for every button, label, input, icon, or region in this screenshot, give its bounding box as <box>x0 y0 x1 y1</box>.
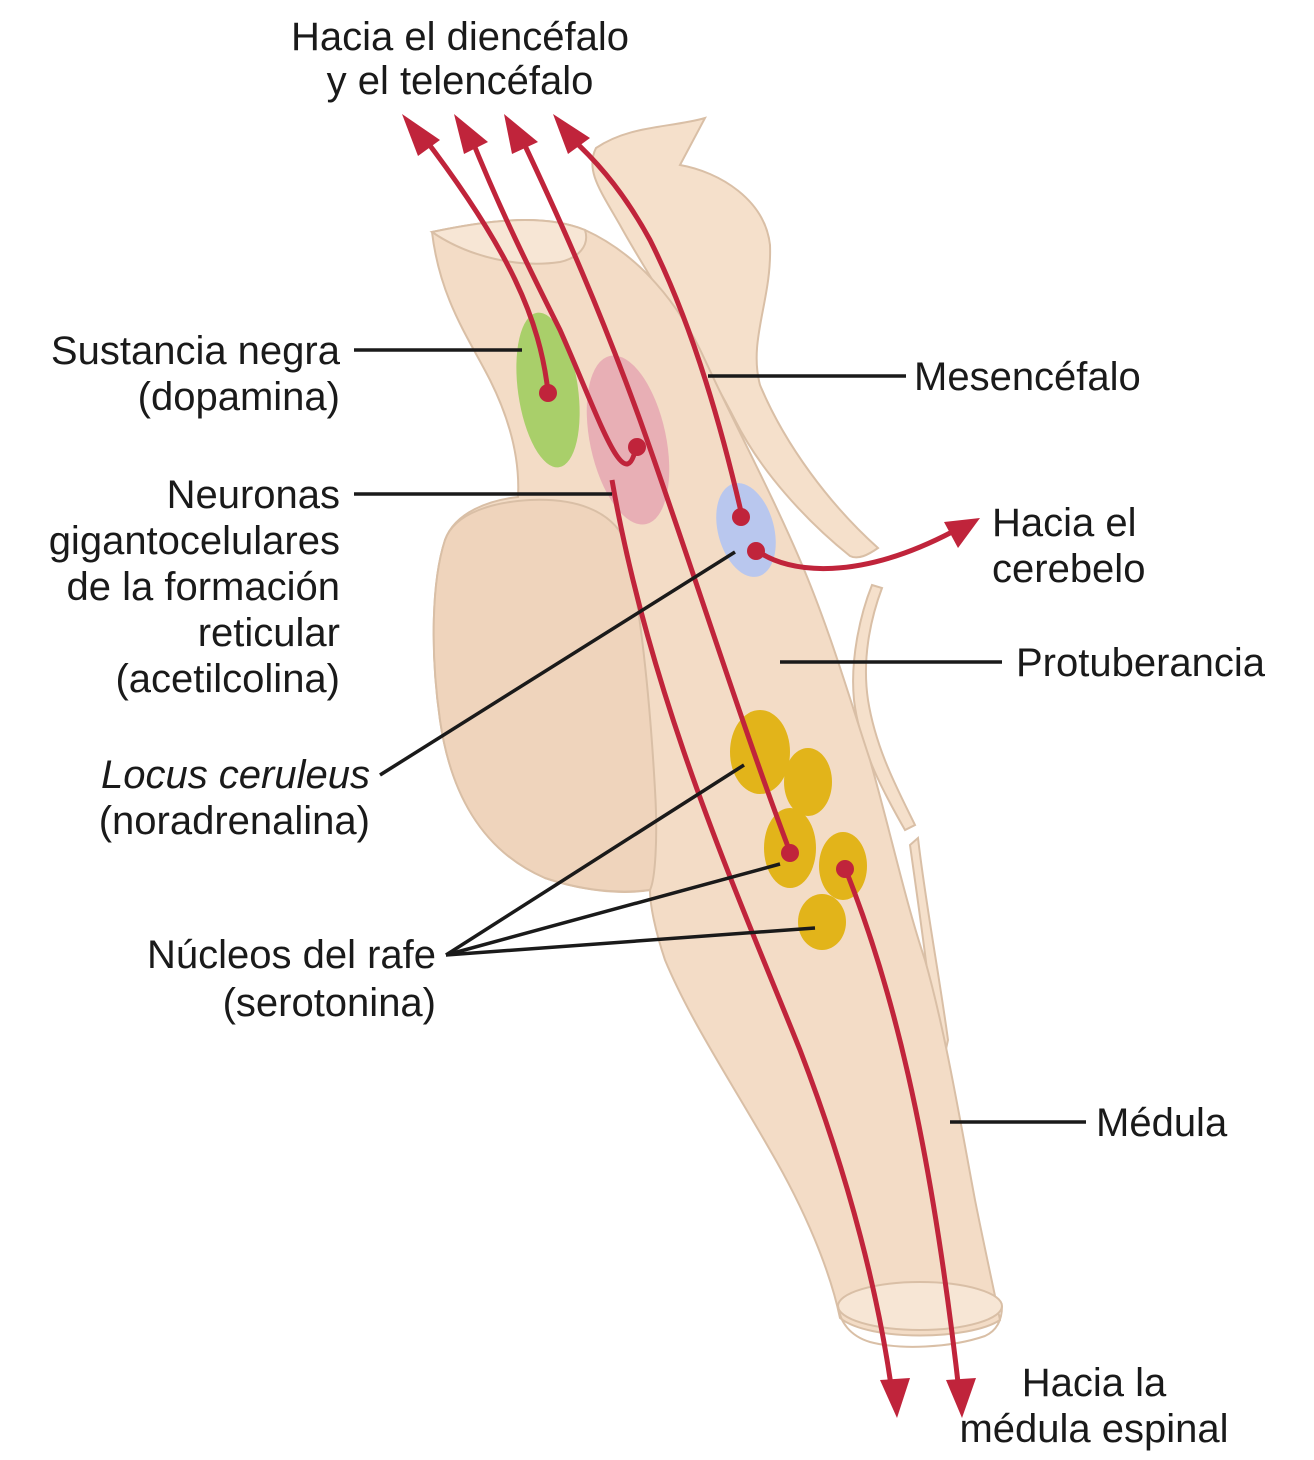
label-ng-line2: gigantocelulares <box>49 519 340 563</box>
dot-gigantocellular <box>628 438 646 456</box>
label-mesencefalo: Mesencéfalo <box>914 355 1141 399</box>
label-top-line1: Hacia el diencéfalo <box>291 15 629 59</box>
label-bottom-line2: médula espinal <box>959 1407 1228 1451</box>
label-bottom-line1: Hacia la <box>1022 1361 1167 1405</box>
label-top-line2: y el telencéfalo <box>327 59 594 103</box>
label-ng-line4: reticular <box>198 611 340 655</box>
label-ng-line5: (acetilcolina) <box>115 657 340 701</box>
arrowhead-up-3 <box>504 114 538 154</box>
raphe-nucleus-5 <box>798 894 846 950</box>
arrowhead-up-2 <box>454 114 488 154</box>
label-ng-line1: Neuronas <box>167 473 340 517</box>
label-protuberancia: Protuberancia <box>1016 641 1266 685</box>
arrowhead-down-1 <box>880 1378 910 1418</box>
label-medula: Médula <box>1096 1101 1228 1145</box>
dot-raphe-2 <box>836 860 854 878</box>
brainstem-tissue <box>432 118 1002 1347</box>
label-rafe-line1: Núcleos del rafe <box>147 933 436 977</box>
label-rafe-line2: (serotonina) <box>223 981 436 1025</box>
label-cerebelo-line2: cerebelo <box>992 547 1145 591</box>
label-lc-line2: (noradrenalina) <box>99 799 370 843</box>
label-cerebelo-line1: Hacia el <box>992 501 1137 545</box>
label-ng-line3: de la formación <box>67 565 340 609</box>
dot-substantia-nigra <box>539 384 557 402</box>
raphe-nucleus-2 <box>784 748 832 816</box>
medulla-cut-surface <box>838 1282 1002 1330</box>
label-lc-line1: Locus ceruleus <box>101 753 370 797</box>
pons-bulge <box>434 500 657 892</box>
dot-raphe-1 <box>781 844 799 862</box>
raphe-nucleus-1 <box>730 710 790 794</box>
dot-locus-ceruleus-1 <box>732 508 750 526</box>
dot-locus-ceruleus-2 <box>747 542 765 560</box>
label-sn-line1: Sustancia negra <box>51 329 341 373</box>
label-sn-line2: (dopamina) <box>138 375 340 419</box>
